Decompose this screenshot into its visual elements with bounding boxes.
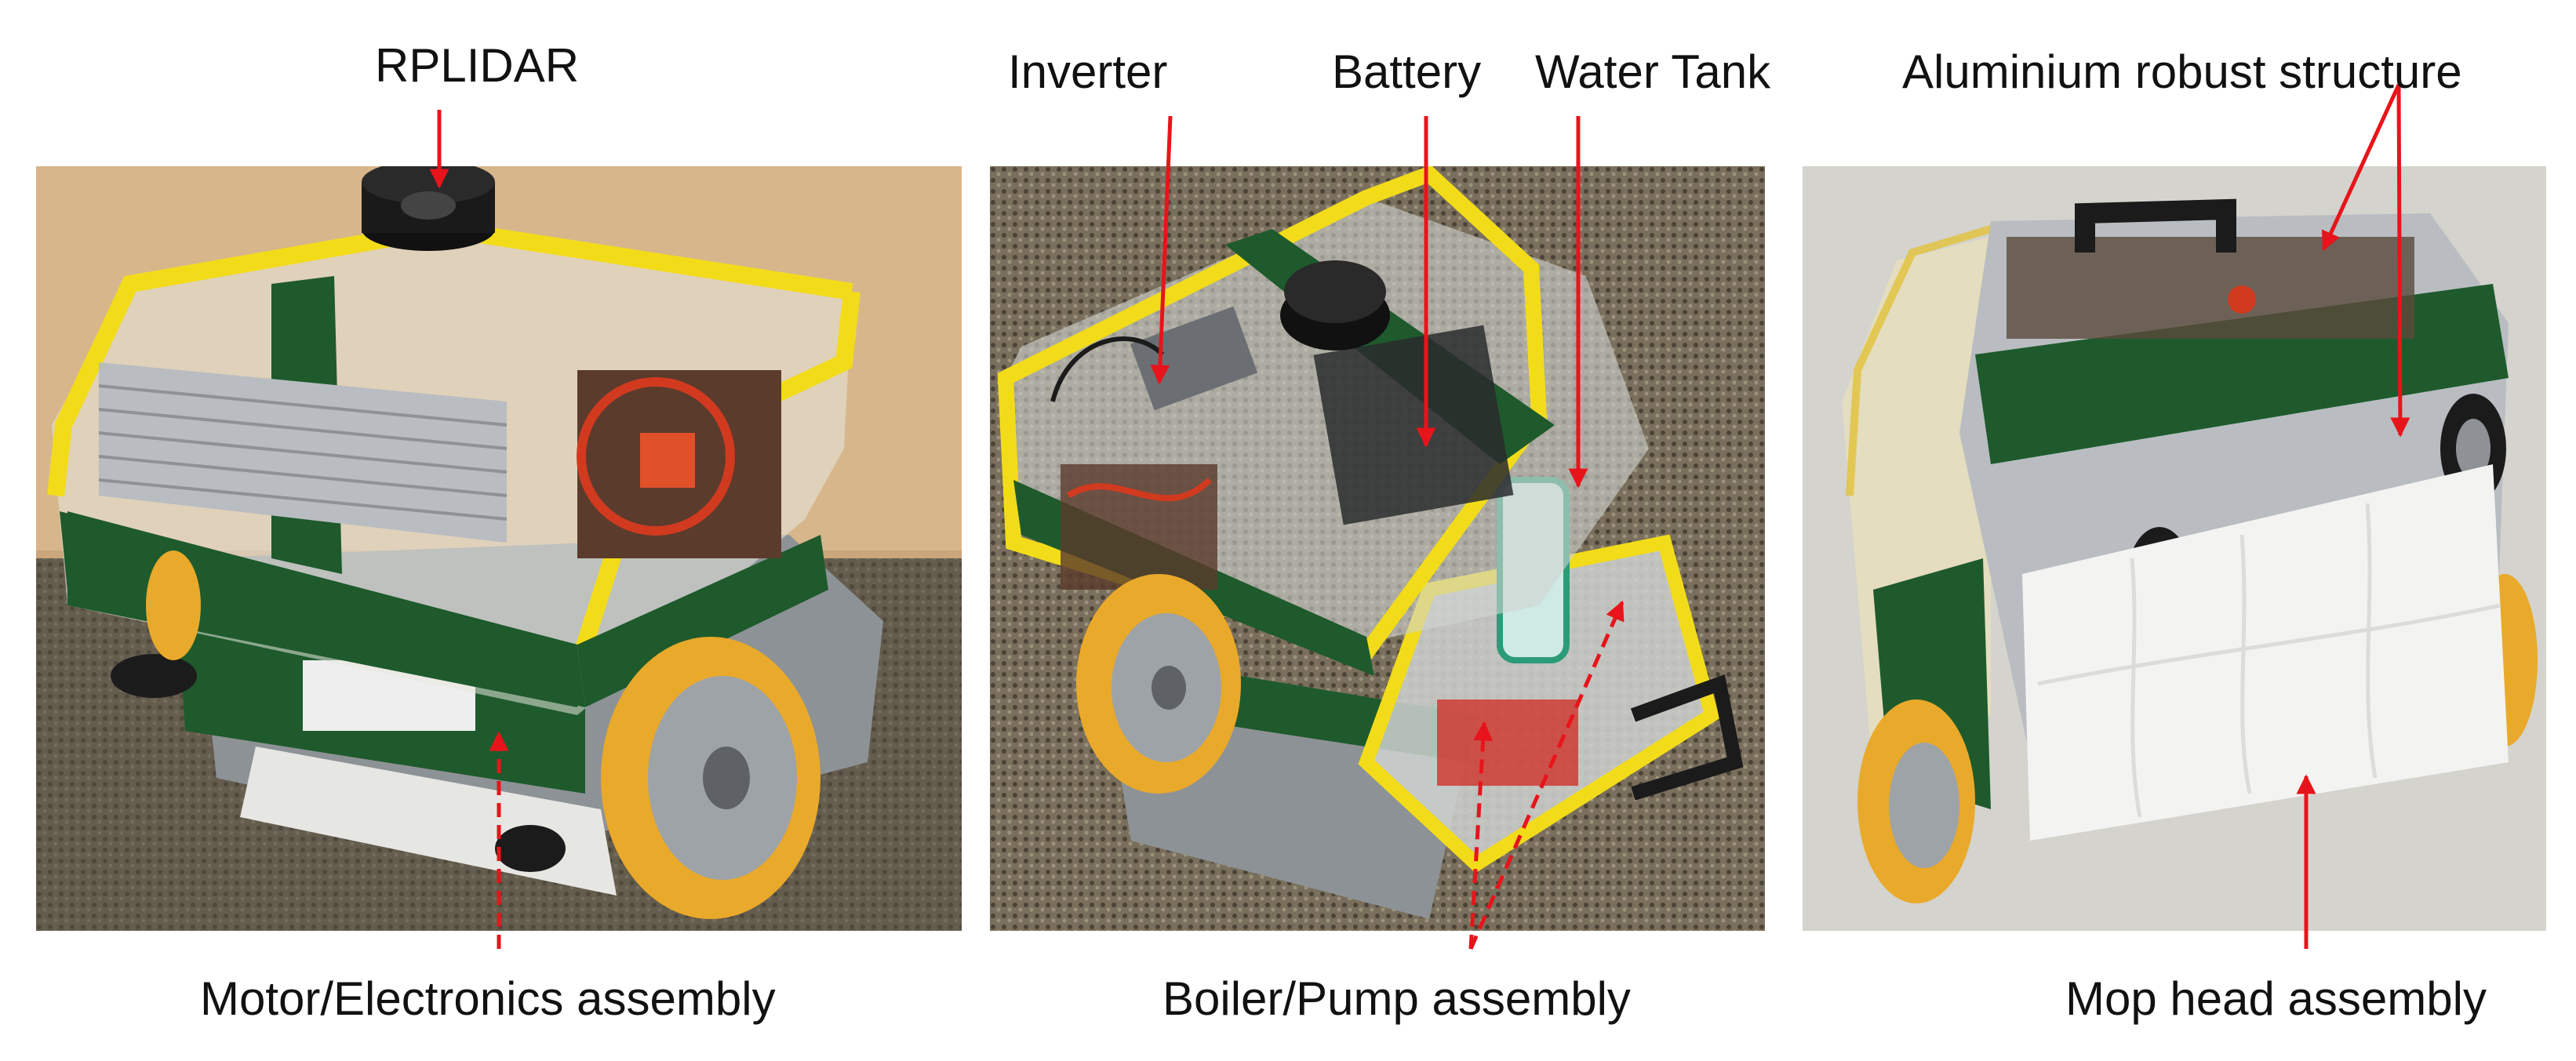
photo-robot-top-view bbox=[990, 166, 1765, 931]
label-boiler-pump: Boiler/Pump assembly bbox=[1162, 972, 1631, 1025]
robot-top-illustration bbox=[990, 166, 1765, 931]
label-water-tank: Water Tank bbox=[1535, 45, 1771, 98]
robot-rear-illustration bbox=[1803, 166, 2546, 931]
label-battery: Battery bbox=[1332, 45, 1482, 98]
label-motor-electronics: Motor/Electronics assembly bbox=[200, 972, 776, 1025]
label-rplidar: RPLIDAR bbox=[375, 39, 580, 92]
photo-robot-rear-view bbox=[1803, 166, 2546, 931]
label-inverter: Inverter bbox=[1008, 45, 1168, 98]
label-mop-head: Mop head assembly bbox=[2065, 972, 2487, 1025]
label-aluminium-structure: Aluminium robust structure bbox=[1902, 45, 2462, 98]
robot-side-illustration bbox=[36, 166, 962, 931]
photo-robot-side-view bbox=[36, 166, 962, 931]
